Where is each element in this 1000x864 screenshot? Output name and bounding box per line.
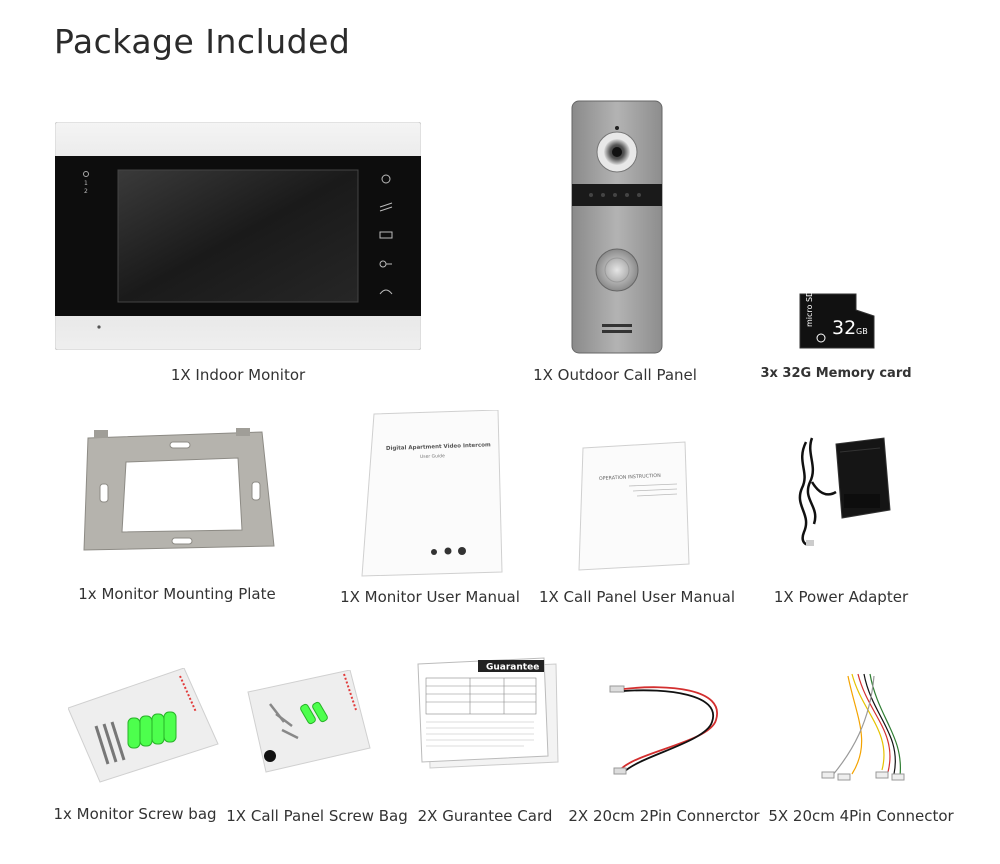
memory-card-unit: GB <box>856 327 868 336</box>
power-adapter-caption: 1X Power Adapter <box>773 588 909 606</box>
monitor-manual-title: Digital Apartment Video Intercom <box>386 442 491 452</box>
power-adapter-image <box>792 432 892 550</box>
call-panel-manual-caption: 1X Call Panel User Manual <box>538 588 736 606</box>
monitor-screw-bag-caption: 1x Monitor Screw bag <box>53 805 217 823</box>
memory-card-caption: 3x 32G Memory card <box>760 366 912 381</box>
2pin-connector-image <box>606 680 732 778</box>
call-panel-screw-bag-caption: 1X Call Panel Screw Bag <box>226 807 408 825</box>
memory-card-capacity: 32 <box>832 317 856 339</box>
call-panel-manual-image: OPERATION INSTRUCTION <box>577 440 691 572</box>
monitor-manual-subtitle: User Guide <box>420 453 445 460</box>
guarantee-card-title: Guarantee <box>486 663 539 673</box>
outdoor-call-panel-image <box>571 100 663 354</box>
outdoor-call-panel-caption: 1X Outdoor Call Panel <box>533 366 697 384</box>
indoor-monitor-image: 1 2 <box>55 122 421 350</box>
memory-card-brand: micro SD <box>805 292 814 327</box>
4pin-connector-image <box>812 672 908 784</box>
monitor-manual-caption: 1X Monitor User Manual <box>340 588 520 606</box>
call-panel-manual-title: OPERATION INSTRUCTION <box>599 473 662 482</box>
guarantee-card-image: Guarantee <box>414 656 560 772</box>
2pin-connector-caption: 2X 20cm 2Pin Connerctor <box>568 807 760 825</box>
page-title: Package Included <box>54 22 351 61</box>
monitor-button-2: 2 <box>84 188 88 195</box>
mounting-plate-caption: 1x Monitor Mounting Plate <box>78 585 276 603</box>
monitor-button-1: 1 <box>84 180 88 187</box>
call-panel-screw-bag-image <box>246 670 372 774</box>
monitor-manual-image: Digital Apartment Video Intercom User Gu… <box>360 410 504 578</box>
monitor-screw-bag-image <box>68 668 220 784</box>
indoor-monitor-caption: 1X Indoor Monitor <box>170 366 306 384</box>
guarantee-card-caption: 2X Gurantee Card <box>417 807 553 825</box>
mounting-plate-image <box>82 428 278 556</box>
memory-card-image: micro SD 32 GB <box>798 292 876 350</box>
4pin-connector-caption: 5X 20cm 4Pin Connector <box>768 807 954 825</box>
